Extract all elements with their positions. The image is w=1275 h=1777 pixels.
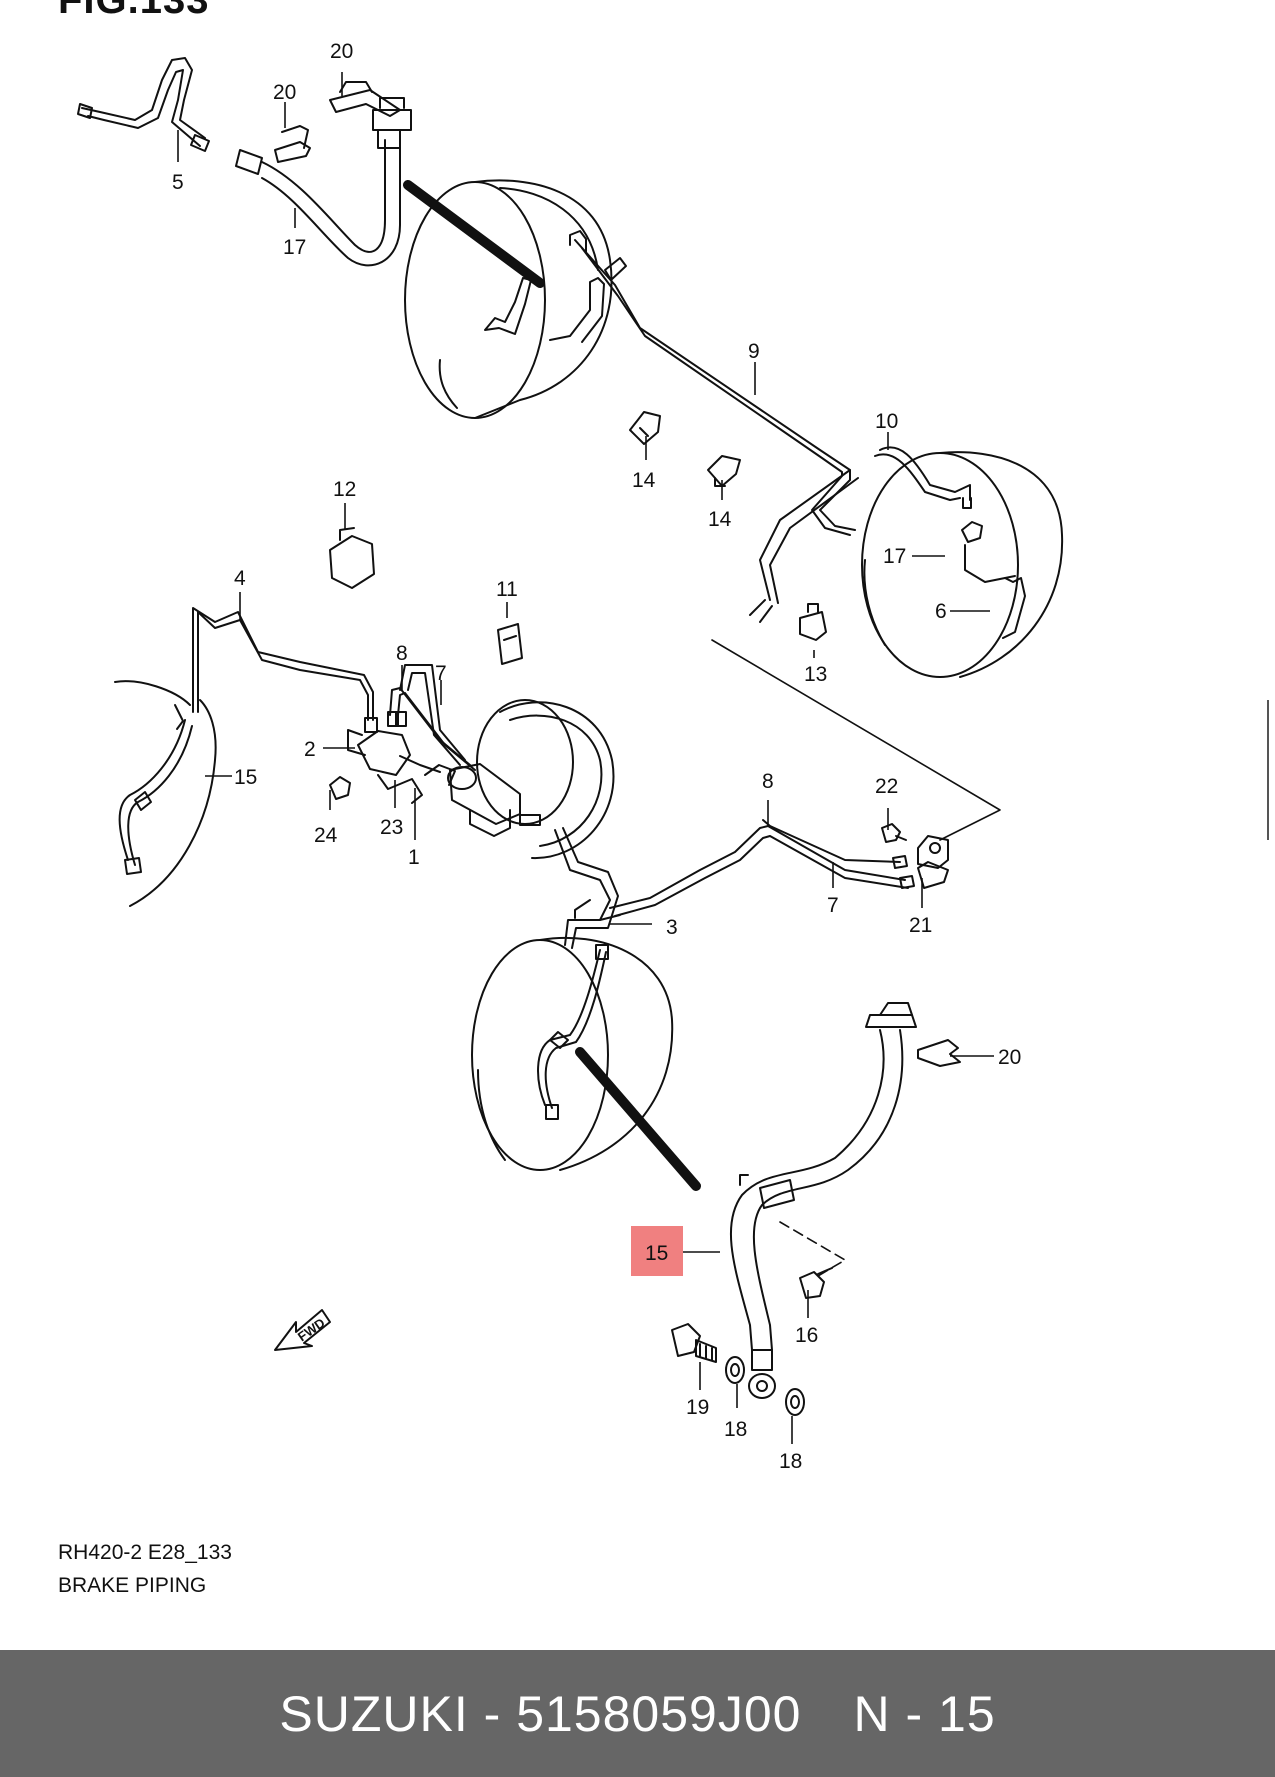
callout-16: 16 xyxy=(795,1324,818,1347)
clip-20-bottom xyxy=(917,1039,961,1067)
front-wheel-left xyxy=(114,680,217,907)
drum-wheel-cylinder-lines xyxy=(484,230,856,536)
callout-10: 10 xyxy=(875,410,898,433)
footer-brand: SUZUKI xyxy=(279,1685,469,1742)
footer-part-number: 5158059J00 xyxy=(516,1685,802,1742)
callout-9: 9 xyxy=(748,340,760,363)
callout-20: 20 xyxy=(330,40,353,63)
pipe-4 xyxy=(192,607,378,733)
callout-15-highlighted: 15 xyxy=(645,1242,668,1265)
fwd-arrow-icon xyxy=(274,1309,331,1351)
joint-13 xyxy=(799,603,827,641)
callout-2: 2 xyxy=(304,738,316,761)
callout-8: 8 xyxy=(762,770,774,793)
washer-18-b xyxy=(785,1388,805,1416)
callout-6: 6 xyxy=(935,600,947,623)
callout-8: 8 xyxy=(396,642,408,665)
callout-7: 7 xyxy=(435,662,447,685)
pointer-arrow-top xyxy=(403,180,545,288)
callout-12: 12 xyxy=(333,478,356,501)
callout-5: 5 xyxy=(172,171,184,194)
callout-23: 23 xyxy=(380,816,403,839)
front-drum-hose xyxy=(537,944,609,1120)
callout-20: 20 xyxy=(998,1046,1021,1069)
figure-header: FIG.133 xyxy=(58,0,210,22)
reference-line xyxy=(711,639,1001,841)
master-cylinder xyxy=(447,763,541,837)
junction-bracket-21 xyxy=(917,835,949,889)
callout-21: 21 xyxy=(909,914,932,937)
clip-14-a xyxy=(629,411,661,445)
callout-11: 11 xyxy=(496,578,518,601)
figure-title: BRAKE PIPING xyxy=(58,1574,207,1597)
washer-18-a xyxy=(725,1356,745,1384)
diagram-page: FIG.133 xyxy=(58,0,1275,1597)
footer-text: SUZUKI - 5158059J00 N - 15 xyxy=(279,1685,995,1743)
brake-hose-15 xyxy=(729,1002,917,1399)
footer-bar: SUZUKI - 5158059J00 N - 15 xyxy=(0,1650,1275,1777)
callout-18: 18 xyxy=(724,1418,747,1441)
front-drum-lower xyxy=(471,936,674,1171)
clip-20-top-left xyxy=(274,125,311,163)
hose-bolt-guide xyxy=(779,1221,846,1277)
front-hose-assembly xyxy=(77,57,412,267)
scroll-edge xyxy=(1267,700,1275,840)
clip-20-top xyxy=(329,81,401,117)
callout-3: 3 xyxy=(666,916,678,939)
callout-1: 1 xyxy=(408,846,420,869)
callout-22: 22 xyxy=(875,775,898,798)
callout-18: 18 xyxy=(779,1450,802,1473)
highlight-box xyxy=(631,1226,683,1276)
bolt-22 xyxy=(881,823,907,843)
callout-15: 15 xyxy=(234,766,257,789)
callout-20: 20 xyxy=(273,81,296,104)
callout-7: 7 xyxy=(827,894,839,917)
callout-13: 13 xyxy=(804,663,827,686)
callout-19: 19 xyxy=(686,1396,709,1419)
callout-14: 14 xyxy=(632,469,656,492)
rear-drum-top xyxy=(404,179,613,419)
callout-4: 4 xyxy=(234,567,246,590)
pipes-7-8-left xyxy=(387,664,476,771)
footer-ref: N - 15 xyxy=(853,1685,996,1742)
pointer-arrow-bottom xyxy=(575,1047,701,1191)
rear-drum-right xyxy=(861,451,1064,678)
callout-17: 17 xyxy=(883,545,906,568)
pipes-3-7-8-lower xyxy=(554,819,915,949)
callout-17: 17 xyxy=(283,236,306,259)
bolt-16 xyxy=(799,1267,833,1299)
figure-code: RH420-2 E28_133 xyxy=(58,1541,232,1564)
footer-separator: - xyxy=(483,1685,502,1742)
proportioning-valve xyxy=(329,729,456,804)
clip-11 xyxy=(497,623,523,665)
brake-piping-diagram: FWD xyxy=(77,40,1064,1473)
callout-14: 14 xyxy=(708,508,732,531)
clip-14-b xyxy=(707,455,741,487)
clip-12 xyxy=(329,527,375,589)
line-10-right xyxy=(749,446,1026,639)
union-bolt-19 xyxy=(671,1323,717,1363)
callout-24: 24 xyxy=(314,824,338,847)
